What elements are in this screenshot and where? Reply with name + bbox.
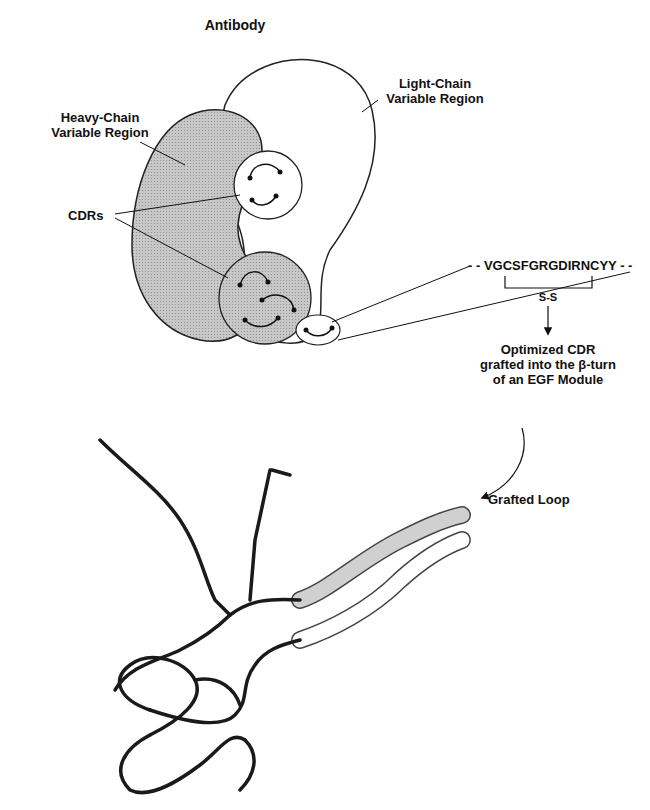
- part-label: CDRs: [68, 208, 114, 223]
- grafted-loop-ribbon: [300, 515, 462, 640]
- cdr-circle: [234, 151, 302, 219]
- bond-label: S-S: [528, 290, 568, 305]
- disulfide-bracket: [505, 276, 592, 288]
- leader-lines: [115, 100, 630, 340]
- cdr-dots: [238, 170, 335, 333]
- cdr-loops: [240, 164, 332, 335]
- part-label: Grafted Loop: [488, 492, 598, 507]
- caption-label: Optimized CDR grafted into the β-turn of…: [480, 342, 616, 387]
- figure-heading: Antibody: [190, 18, 280, 33]
- sequence-label: - - VGCSFGRGDIRNCYY - -: [468, 258, 646, 273]
- part-label: Heavy-Chain Variable Region: [50, 110, 150, 140]
- arrow: [482, 428, 524, 498]
- part-label: Light-Chain Variable Region: [380, 76, 490, 106]
- arrow: [547, 306, 548, 334]
- egf-backbone: [100, 440, 300, 793]
- cdr-loop: [296, 315, 340, 345]
